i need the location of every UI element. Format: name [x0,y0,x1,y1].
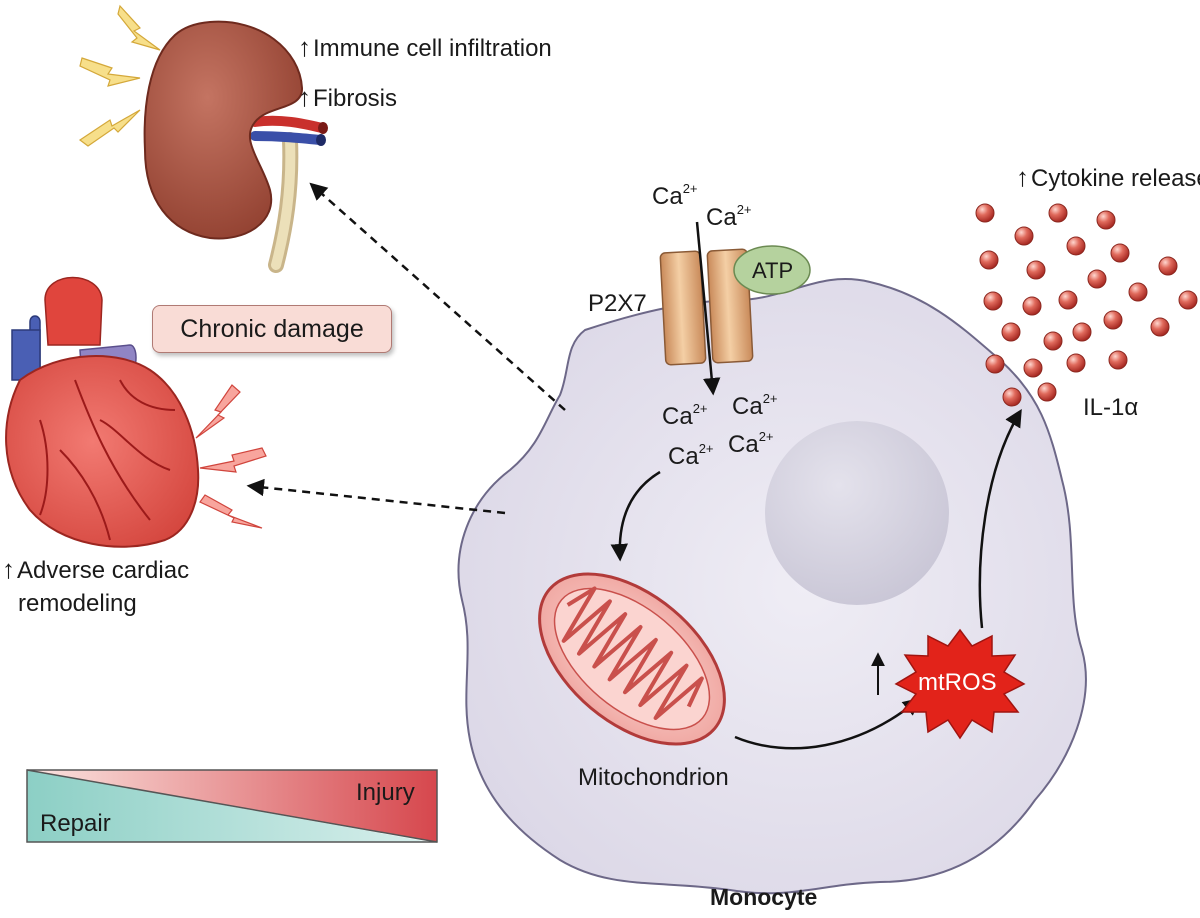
cardiac-line-2: remodeling [18,590,137,617]
gradient-frame [26,769,438,843]
calcium-to-mito-arrow [610,470,661,562]
ca-charge: 2+ [762,391,778,406]
ca-text: Ca [668,443,699,470]
immune-infiltration-label: ↑Immune cell infiltration [298,34,552,61]
mtros-text: mtROS [918,669,997,696]
mito-to-mtros-arrow [734,697,921,750]
atp-text: ATP [752,258,794,283]
increase-arrow-icon: ↑ [1016,162,1029,192]
dashed-arrow-to-heart [246,478,506,515]
mitochondrion [538,572,726,746]
p2x7-text: P2X7 [588,290,647,317]
ca-charge: 2+ [692,401,708,416]
nucleus [765,421,949,605]
mtros-burst [894,628,1026,740]
injury-label: Injury [356,781,415,805]
monocyte-cell-membrane [457,278,1087,895]
p2x7-label: P2X7 [588,292,647,316]
ca-charge: 2+ [698,441,714,456]
ca-charge: 2+ [682,181,698,196]
cytokine-release-text: Cytokine release [1031,165,1200,192]
monocyte-label: Monocyte [710,886,817,909]
immune-infiltration-text: Immune cell infiltration [313,35,552,62]
increase-arrow-icon: ↑ [298,32,311,62]
injury-text: Injury [356,779,415,806]
calcium-label-1: Ca2+ [652,181,698,210]
calcium-label-6: Ca2+ [728,429,774,458]
cytokine-release-label: ↑Cytokine release [1016,164,1200,191]
calcium-label-5: Ca2+ [668,441,714,470]
cardiac-line-1: Adverse cardiac [17,557,190,584]
atp-label: ATP [752,260,793,282]
ca-text: Ca [732,393,763,420]
ca-text: Ca [706,204,737,231]
heart-pain-icons [195,384,267,529]
ca-text: Ca [728,431,759,458]
increase-arrow-icon: ↑ [298,82,311,112]
gradient-divider [26,769,438,843]
calcium-label-4: Ca2+ [732,391,778,420]
atp-molecule [733,245,811,295]
increase-arrow-icon: ↑ [2,554,15,584]
cardiac-remodeling-label: ↑Adverse cardiac [2,556,189,583]
il1a-particles [975,203,1198,407]
heart [5,276,200,548]
il1a-label: IL-1α [1083,396,1138,420]
repair-text: Repair [40,810,111,837]
ca-text: Ca [652,183,683,210]
kidney-pain-icons [78,4,161,147]
calcium-label-2: Ca2+ [706,202,752,231]
calcium-label-3: Ca2+ [662,401,708,430]
repair-label: Repair [40,812,111,836]
chronic-damage-box: Chronic damage [152,305,392,353]
mtros-label: mtROS [918,671,997,695]
ca-charge: 2+ [736,202,752,217]
ca-text: Ca [662,403,693,430]
chronic-damage-text: Chronic damage [180,314,364,343]
mitochondrion-label: Mitochondrion [578,766,729,790]
fibrosis-label: ↑Fibrosis [298,84,397,111]
p2x7-channel [659,248,754,366]
il1a-text: IL-1α [1083,394,1139,421]
kidney [143,20,328,273]
calcium-influx-arrow [695,221,721,396]
mtros-to-cytokine-arrow [978,409,1022,629]
fibrosis-text: Fibrosis [313,85,398,112]
ca-charge: 2+ [758,429,774,444]
monocyte-text: Monocyte [710,884,818,910]
dashed-arrow-to-kidney [309,182,566,411]
mitochondrion-text: Mitochondrion [578,764,729,791]
cardiac-remodeling-label-2: remodeling [18,592,137,616]
